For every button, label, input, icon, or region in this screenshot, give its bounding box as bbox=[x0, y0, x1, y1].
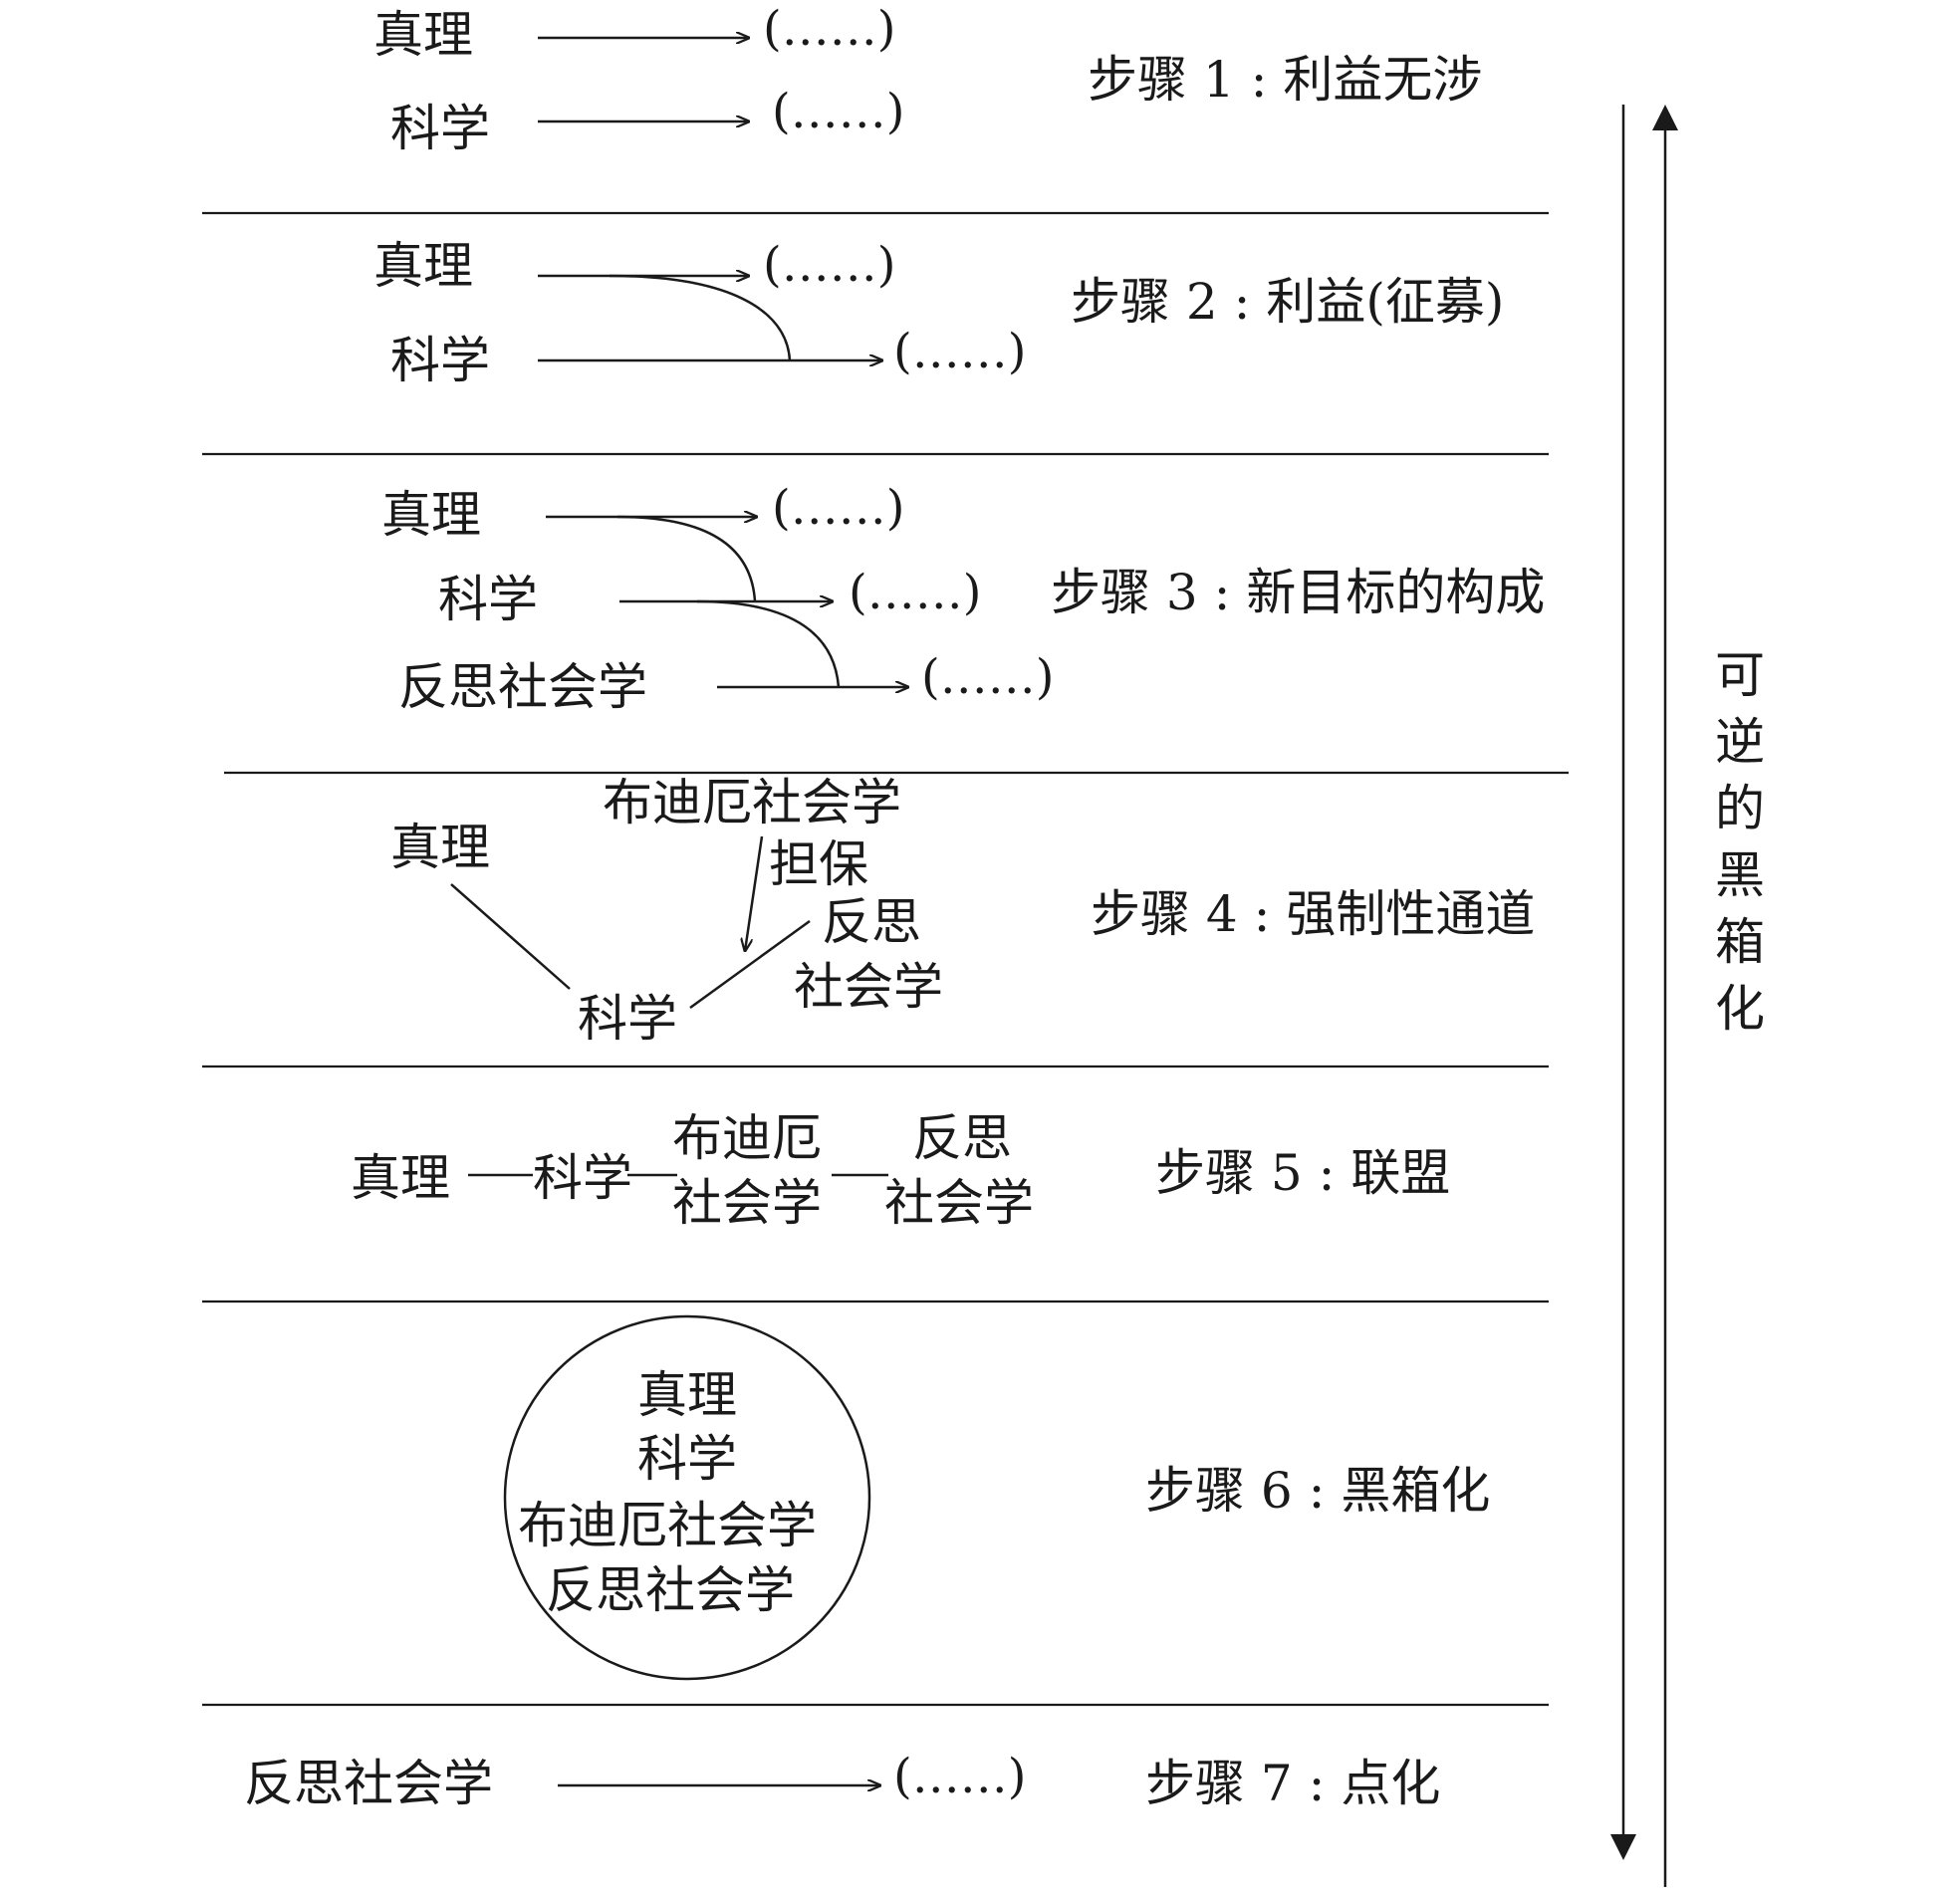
side-label-char: 的 bbox=[1715, 780, 1765, 837]
label-she-hui-xue: 社会学 bbox=[794, 958, 943, 1016]
ellipsis-placeholder: (……) bbox=[763, 237, 895, 293]
step-5-title: 步骤 5 : 联盟 bbox=[1155, 1144, 1450, 1202]
ellipsis-placeholder: (……) bbox=[921, 649, 1054, 705]
step-7-row: 反思社会学 (……) 步骤 7 : 点化 bbox=[244, 1749, 1440, 1812]
label-science: 科学 bbox=[390, 332, 490, 389]
label-science: 科学 bbox=[637, 1430, 737, 1488]
recruit-curve bbox=[616, 515, 757, 602]
label-reflexive-sociology: 反思社会学 bbox=[398, 658, 647, 716]
ellipsis-placeholder: (……) bbox=[772, 480, 904, 536]
step-7-title: 步骤 7 : 点化 bbox=[1145, 1755, 1440, 1812]
label-bu-di-e: 布迪厄 bbox=[672, 1109, 822, 1167]
step-3-title: 步骤 3 : 新目标的构成 bbox=[1051, 564, 1545, 621]
label-science: 科学 bbox=[390, 100, 490, 157]
label-science: 科学 bbox=[438, 571, 538, 628]
label-reflexive-sociology: 反思社会学 bbox=[244, 1755, 493, 1812]
label-truth: 真理 bbox=[351, 1149, 450, 1207]
step-2-row: 真理 (……) 科学 (……) 步骤 2 : 利益(征募) bbox=[373, 237, 1504, 389]
side-label-char: 黑 bbox=[1715, 846, 1765, 904]
label-science: 科学 bbox=[533, 1149, 632, 1207]
step-3-row: 真理 (……) 科学 (……) 反思社会学 (……) 步骤 3 : 新目标的构成 bbox=[381, 480, 1545, 716]
step-2-title: 步骤 2 : 利益(征募) bbox=[1071, 273, 1504, 331]
label-reflexive-sociology: 反思社会学 bbox=[546, 1561, 795, 1619]
ellipsis-placeholder: (……) bbox=[893, 1749, 1026, 1804]
black-box-circle bbox=[503, 1314, 871, 1681]
ellipsis-placeholder: (……) bbox=[772, 84, 904, 139]
ellipsis-placeholder: (……) bbox=[763, 1, 895, 57]
label-truth: 真理 bbox=[390, 819, 490, 876]
label-fan-si: 反思 bbox=[822, 893, 921, 951]
ellipsis-placeholder: (……) bbox=[893, 324, 1026, 379]
label-truth: 真理 bbox=[373, 6, 473, 64]
reversibility-axis bbox=[1610, 105, 1678, 1887]
label-fan-si: 反思 bbox=[912, 1109, 1012, 1167]
link-science-reflexive bbox=[689, 919, 811, 1010]
side-label-char: 逆 bbox=[1715, 713, 1765, 771]
recruit-curve bbox=[696, 599, 841, 688]
step-1-title: 步骤 1 : 利益无涉 bbox=[1088, 51, 1482, 109]
step-4-row: 布迪厄社会学 担保 真理 反思 社会学 科学 步骤 4 : 强制性通道 bbox=[390, 774, 1535, 1048]
ellipsis-placeholder: (……) bbox=[849, 565, 981, 620]
step-6-row: 真理 科学 布迪厄社会学 反思社会学 步骤 6 : 黑箱化 bbox=[503, 1314, 1490, 1681]
label-guarantee: 担保 bbox=[769, 835, 868, 893]
label-science: 科学 bbox=[578, 990, 677, 1048]
label-she-hui-xue: 社会学 bbox=[884, 1174, 1034, 1232]
step-6-title: 步骤 6 : 黑箱化 bbox=[1145, 1462, 1490, 1520]
side-label-char: 可 bbox=[1715, 646, 1765, 704]
side-label-char: 化 bbox=[1715, 980, 1765, 1038]
label-truth: 真理 bbox=[373, 237, 473, 295]
side-label-char: 箱 bbox=[1715, 913, 1765, 971]
label-she-hui-xue: 社会学 bbox=[672, 1174, 822, 1232]
label-truth: 真理 bbox=[637, 1366, 737, 1424]
guarantee-arrow bbox=[745, 835, 764, 951]
label-bourdieu-sociology: 布迪厄社会学 bbox=[518, 1497, 817, 1554]
recruit-curve bbox=[609, 274, 792, 361]
link-truth-science bbox=[450, 883, 571, 990]
label-truth: 真理 bbox=[381, 486, 481, 544]
step-5-row: 真理 科学 布迪厄 社会学 反思 社会学 步骤 5 : 联盟 bbox=[351, 1109, 1450, 1232]
step-4-title: 步骤 4 : 强制性通道 bbox=[1091, 885, 1535, 943]
side-label-reversible-black-boxing: 可 逆 的 黑 箱 化 bbox=[1715, 646, 1765, 1038]
step-1-row: 真理 (……) 科学 (……) 步骤 1 : 利益无涉 bbox=[373, 1, 1482, 157]
label-bourdieu-sociology: 布迪厄社会学 bbox=[603, 774, 901, 831]
